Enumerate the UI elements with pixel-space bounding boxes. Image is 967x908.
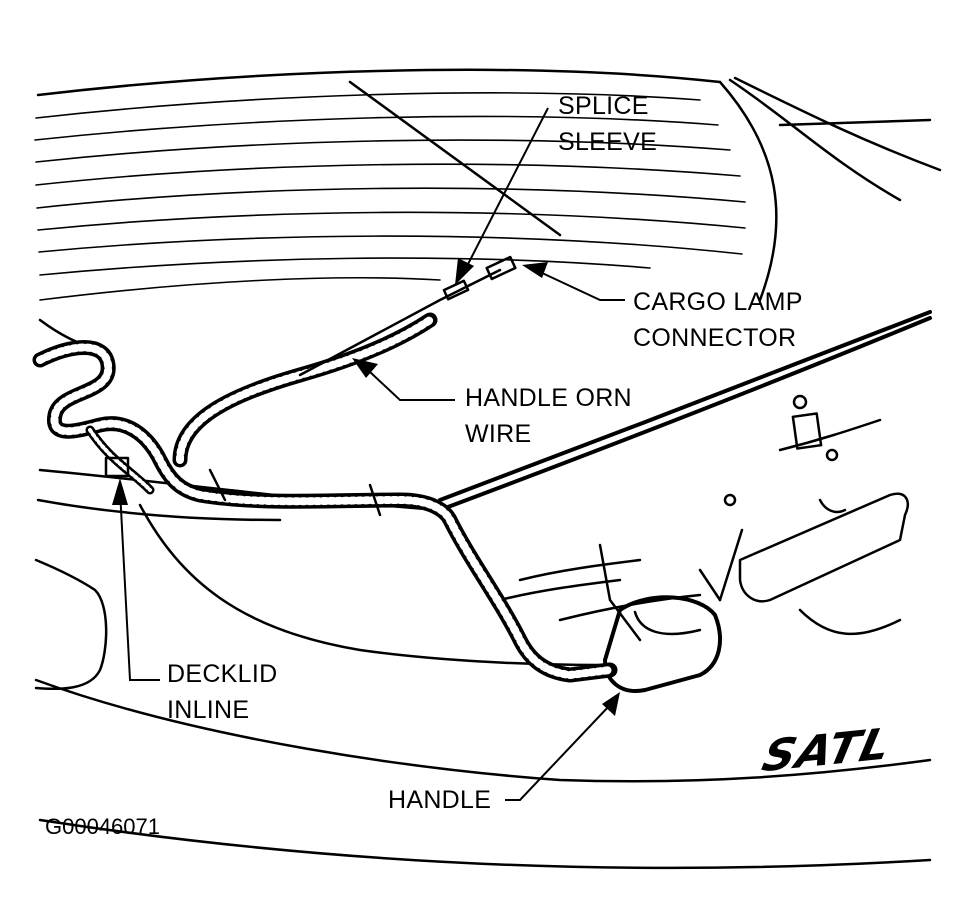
label-cargo-lamp-line2: CONNECTOR xyxy=(633,324,797,352)
figure-id: G00046071 xyxy=(45,814,160,839)
rear-window xyxy=(34,68,942,352)
label-cargo-lamp-connector: CARGO LAMP CONNECTOR xyxy=(633,284,803,356)
wiring-harness xyxy=(32,255,744,683)
handle-part xyxy=(603,595,722,693)
leader-lines xyxy=(112,107,625,801)
label-handle: HANDLE xyxy=(388,786,492,814)
label-handle-orn-line2: WIRE xyxy=(465,420,532,448)
label-decklid-inline: DECKLID INLINE xyxy=(167,656,277,728)
label-handle-orn-wire: HANDLE ORN WIRE xyxy=(465,380,632,452)
label-decklid-inline-line2: INLINE xyxy=(167,696,250,724)
label-decklid-inline-line1: DECKLID xyxy=(167,660,278,688)
label-splice-sleeve: SPLICE SLEEVE xyxy=(558,88,657,160)
label-handle-orn-line1: HANDLE ORN xyxy=(465,384,632,412)
label-splice-sleeve-line1: SPLICE xyxy=(558,92,649,120)
label-splice-sleeve-line2: SLEEVE xyxy=(558,128,658,156)
label-cargo-lamp-line1: CARGO LAMP xyxy=(633,288,803,316)
decklid-body xyxy=(34,310,932,870)
